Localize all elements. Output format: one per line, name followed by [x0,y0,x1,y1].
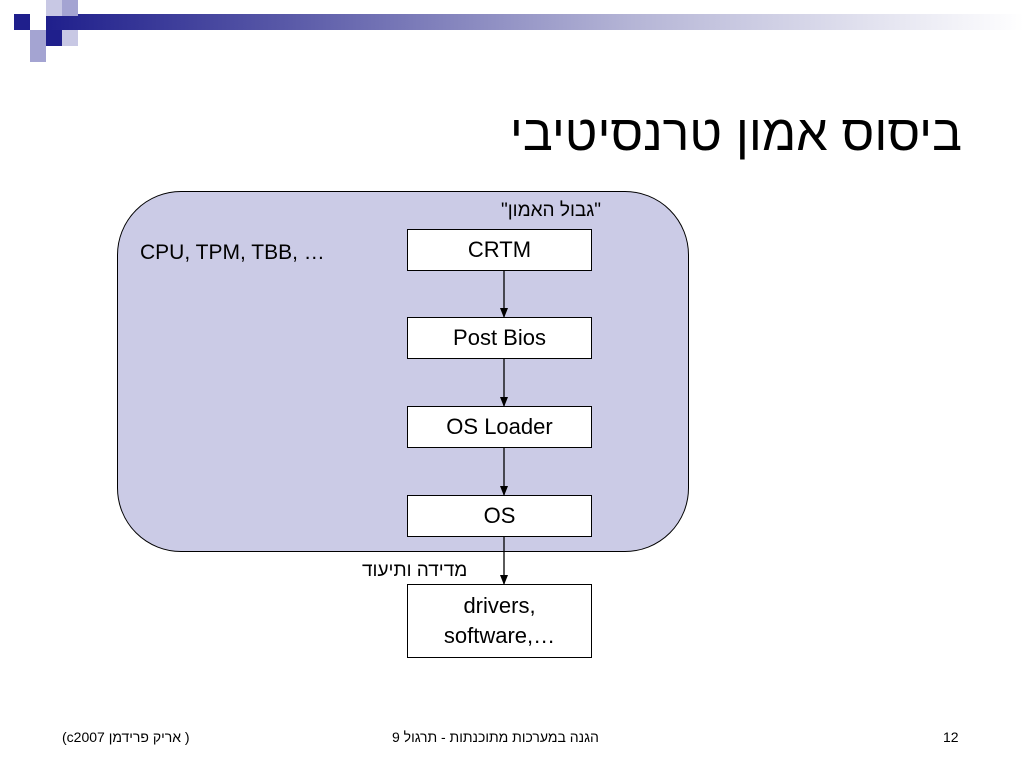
box-os-label: OS [483,503,516,529]
trust-boundary-region [117,191,689,552]
decor-square [30,46,46,62]
box-os: OS [407,495,592,537]
box-os-loader-label: OS Loader [446,414,553,440]
decor-square [62,30,78,46]
decor-square [62,0,78,16]
box-post-bios-label: Post Bios [453,325,546,351]
box-post-bios: Post Bios [407,317,592,359]
box-crtm-label: CRTM [467,237,532,263]
header-gradient-bar [46,14,1024,30]
decor-square [46,30,62,46]
box-drivers-line1: drivers, [463,593,536,619]
footer-copyright: (c2007 אריק פרידמן ) [62,729,190,745]
slide-title: ביסוס אמון טרנסיטיבי [509,105,962,161]
decor-square [46,0,62,16]
measure-and-log-label: מדידה ותיעוד [362,560,468,581]
trust-boundary-label: "גבול האמון" [500,200,602,221]
decor-square [30,14,46,30]
box-crtm: CRTM [407,229,592,271]
footer-page-number: 12 [943,729,959,745]
box-drivers-line2: software,… [443,623,556,648]
footer-course-title: הגנה במערכות מתוכנתות - תרגול 9 [392,729,599,745]
box-drivers-software: drivers, software,… [407,584,592,658]
decor-square [30,30,46,46]
box-os-loader: OS Loader [407,406,592,448]
trusted-components-label: CPU, TPM, TBB, … [140,241,325,264]
decor-square [14,14,30,30]
